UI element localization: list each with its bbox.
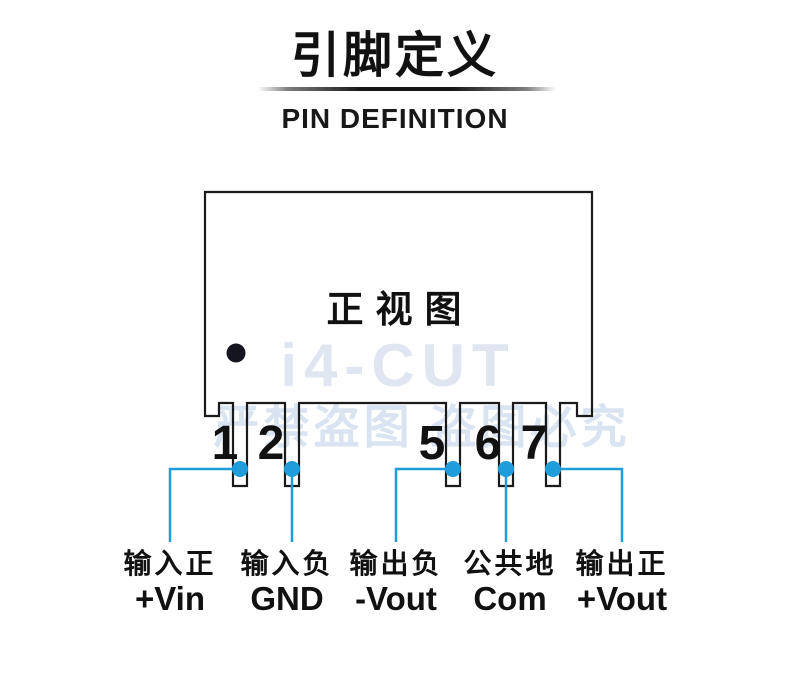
pin-number-5: 5 — [418, 417, 446, 470]
pin-label-cn: 输出负 — [349, 548, 443, 579]
pin-label-cn: 输入正 — [123, 548, 217, 579]
pin-number-7: 7 — [520, 417, 548, 470]
watermark-brand: i4-CUT — [280, 332, 516, 399]
page-title-en: PIN DEFINITION — [281, 103, 509, 134]
pin-number-1: 1 — [211, 417, 239, 470]
pin-number-2: 2 — [257, 417, 285, 470]
pin-label-cn: 输入负 — [240, 548, 334, 579]
pin-label-en: +Vin — [134, 580, 205, 617]
connection-dot-pin7 — [545, 461, 561, 477]
pin-label-en: -Vout — [355, 580, 437, 617]
pin-number-6: 6 — [474, 417, 502, 470]
pin-label-en: +Vout — [576, 580, 668, 617]
pin-label-vin-plus: 输入正 +Vin — [95, 547, 245, 617]
view-label: 正视图 — [326, 289, 474, 330]
watermark-notice: 严禁盗图 盗图必究 — [213, 401, 631, 453]
connection-dot-pin1 — [232, 461, 248, 477]
page-title-cn: 引脚定义 — [290, 29, 499, 83]
pin-label-gnd: 输入负 GND — [212, 547, 362, 617]
pin-label-cn: 公共地 — [463, 548, 557, 579]
pin-label-cn: 输出正 — [575, 548, 669, 579]
leader-line-pin7 — [553, 467, 624, 542]
pin-label-vout-minus: 输出负 -Vout — [321, 547, 471, 617]
pin-label-vout-plus: 输出正 +Vout — [547, 547, 697, 617]
title-divider — [258, 87, 556, 91]
pin-label-en: GND — [250, 580, 324, 617]
connection-dot-pin6 — [498, 461, 514, 477]
pin-label-com: 公共地 Com — [435, 547, 585, 617]
package-body-outline — [203, 190, 594, 488]
connection-dot-pin5 — [445, 461, 461, 477]
leader-line-pin1 — [168, 467, 240, 542]
leader-line-pin5 — [394, 467, 453, 542]
connection-dot-pin2 — [284, 461, 300, 477]
pin-label-en: Com — [473, 580, 547, 617]
pin1-marker-dot — [226, 343, 246, 363]
